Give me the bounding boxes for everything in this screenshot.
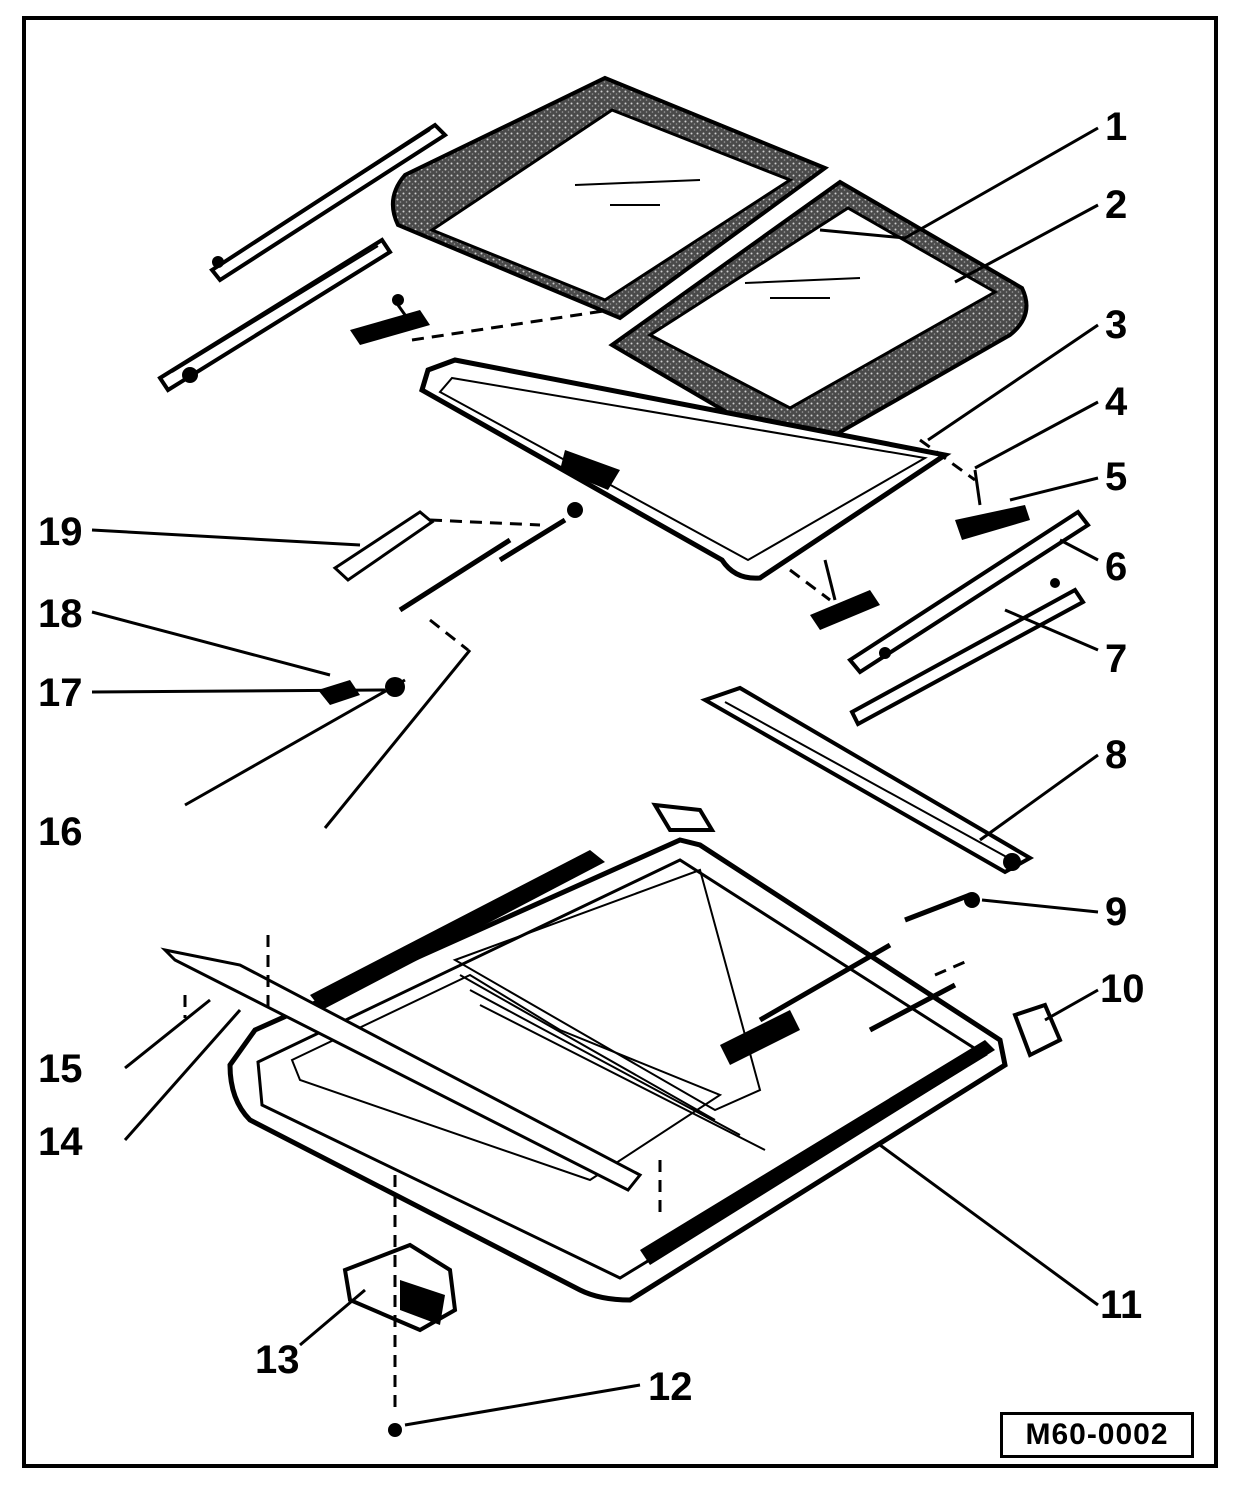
callout-13: 13: [255, 1338, 300, 1382]
callout-16: 16: [38, 810, 83, 854]
diagram-frame: [22, 16, 1218, 1468]
callout-8: 8: [1105, 733, 1127, 777]
lifter-bracket-right-lower: [810, 559, 880, 630]
guide-rail-right-b: [849, 578, 1086, 727]
glass-panel-front: [608, 179, 1029, 458]
callout-6: 6: [1105, 545, 1127, 589]
callout-1: 1: [1105, 105, 1127, 149]
cross-member: [700, 685, 1035, 875]
callout-5: 5: [1105, 455, 1127, 499]
callout-12: 12: [648, 1365, 693, 1409]
glass-panel-rear: [390, 75, 830, 321]
callout-7: 7: [1105, 637, 1127, 681]
callout-18: 18: [38, 592, 83, 636]
callout-17: 17: [38, 671, 83, 715]
wind-deflector-frame: [419, 357, 952, 581]
lifter-bracket-right-upper: [955, 469, 1030, 540]
reference-code: M60-0002: [1025, 1418, 1169, 1451]
frame-assembly: [160, 837, 1008, 1303]
leader-lines: [91, 126, 1099, 1427]
reference-code-box: M60-0002: [1000, 1412, 1194, 1458]
callout-14: 14: [38, 1120, 83, 1164]
guide-rail-right-a: [847, 509, 1091, 675]
callout-11: 11: [1100, 1283, 1142, 1327]
callout-3: 3: [1105, 303, 1127, 347]
callout-15: 15: [38, 1047, 83, 1091]
callout-labels: 1 2 3 4 5 6 7 8 9 10 11 12 13 14 15 16 1…: [38, 105, 1145, 1409]
cable-drive-right: [720, 892, 980, 1065]
bracket-corner-right: [651, 802, 1063, 1058]
cable-guide-left: [318, 502, 583, 705]
drive-motor: [342, 1242, 458, 1333]
screw: [388, 1423, 402, 1437]
callout-4: 4: [1105, 380, 1128, 424]
callout-19: 19: [38, 510, 83, 554]
callout-2: 2: [1105, 183, 1127, 227]
dashed-assembly-lines: [183, 308, 976, 1410]
callout-10: 10: [1100, 967, 1145, 1011]
callout-9: 9: [1105, 890, 1127, 934]
guide-rail-lower-left: [157, 237, 393, 393]
lifter-bracket-left: [350, 294, 430, 345]
guide-rail-upper-left: [209, 122, 449, 283]
